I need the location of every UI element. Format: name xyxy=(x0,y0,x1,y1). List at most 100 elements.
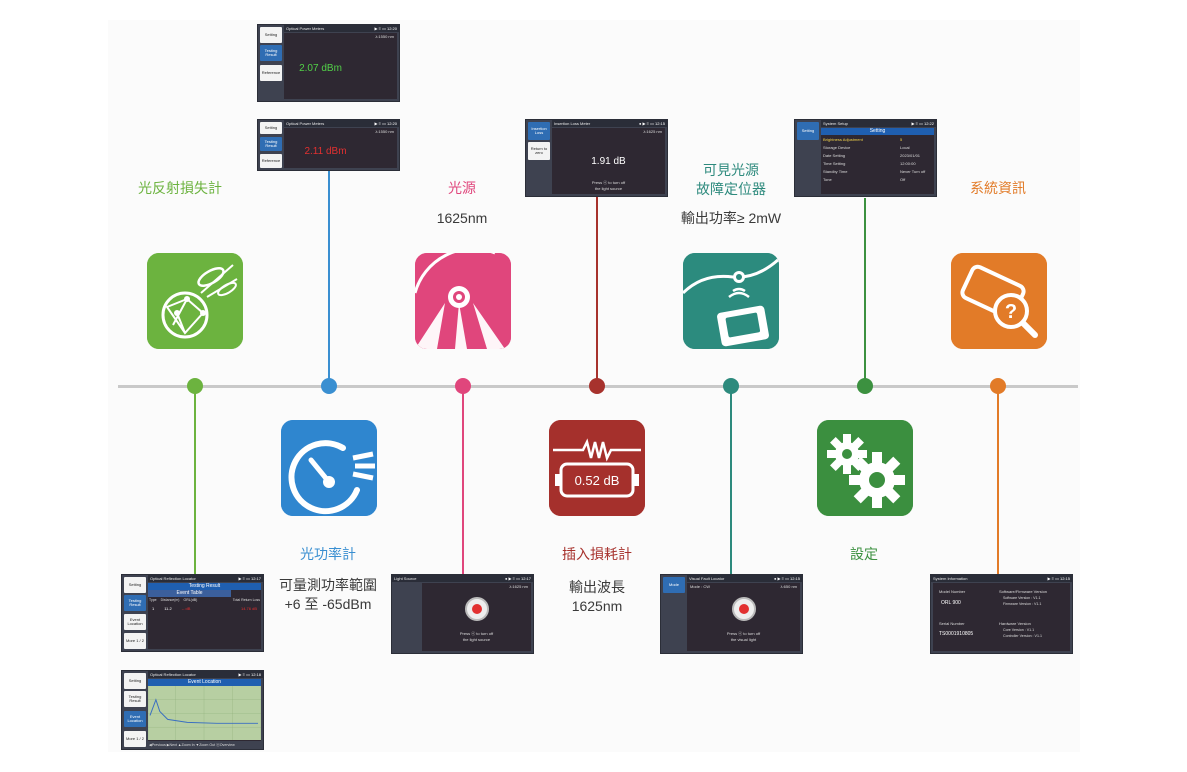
setting-button[interactable]: Setting xyxy=(260,122,282,134)
screen-main: λ:1550 nm 2.07 dBm xyxy=(284,33,397,99)
insertion-loss-screen: Insertion Loss Return to zero Insertion … xyxy=(525,119,668,197)
il-title: 插入損耗計 xyxy=(562,546,632,562)
screen-title-bar: System Setup ▶ ≡ ▭ 12:22 xyxy=(821,120,936,127)
status-icons: ● ▶ ≡ ▭ 12:17 xyxy=(504,576,531,581)
setting-value: Never Turn off xyxy=(900,169,926,174)
testing-result-button[interactable]: Testing Result xyxy=(260,137,282,151)
otdr-event-table-screen: Setting Testing Result Event Location Mo… xyxy=(121,574,264,652)
screen-main: Testing Result Event Table Type Distance… xyxy=(148,583,261,649)
insertion-loss-button[interactable]: Insertion Loss xyxy=(528,122,550,140)
setting-button[interactable]: Setting xyxy=(124,577,146,593)
ls-connector xyxy=(462,386,464,576)
screen-title-bar: Optical Reflection Locator ▶ ≡ ▭ 12:17 xyxy=(148,575,263,582)
settings-row[interactable]: Tone Off xyxy=(823,176,932,184)
il-sub2: 1625nm xyxy=(571,598,623,614)
opm-node xyxy=(321,378,337,394)
ls-node xyxy=(455,378,471,394)
status-icons: ▶ ≡ ▭ 12:15 xyxy=(1047,576,1070,581)
setting-label: Time Setting xyxy=(823,161,846,166)
setting-value: Off xyxy=(900,177,906,182)
turn-off-msg-1: Press ⓞ to turn off xyxy=(591,180,626,185)
insertion-loss-icon: 0.52 dB xyxy=(549,420,645,516)
serial-number-label: Serial Number xyxy=(939,621,965,626)
status-icons: ● ▶ ≡ ▭ 12:15 xyxy=(773,576,800,581)
turn-off-msg-2: the light source xyxy=(594,186,623,191)
table-columns: Type Distance(m) ORL(dB) Total Return Lo… xyxy=(148,597,261,603)
software-version: Software Version : V1.1 xyxy=(1003,596,1041,600)
power-icon[interactable] xyxy=(731,597,756,621)
vfl-title1: 可見光源 xyxy=(703,162,759,178)
power-icon[interactable] xyxy=(464,597,489,621)
status-icons: ▶ ≡ ▭ 12:17 xyxy=(238,576,261,581)
event-location-button[interactable]: Event Location xyxy=(124,711,146,727)
screen-main: Event Location xyxy=(148,679,261,741)
vfl-title2: 故障定位器 xyxy=(696,181,766,197)
screen-title: Light Source xyxy=(394,576,417,581)
status-icons: ▶ ≡ ▭ 12:22 xyxy=(911,121,934,126)
opm-connector xyxy=(328,168,330,386)
reference-button[interactable]: Reference xyxy=(260,154,282,168)
otdr-event-location-screen: Setting Testing Result Event Location Mo… xyxy=(121,670,264,750)
power-reading: 2.11 dBm xyxy=(304,146,347,157)
sys-node xyxy=(990,378,1006,394)
setting-button[interactable]: Setting xyxy=(124,673,146,689)
setting-label: Tone xyxy=(823,177,832,182)
wavelength-label: λ:1625 nm xyxy=(509,584,528,589)
status-icons: ● ▶ ≡ ▭ 12:15 xyxy=(638,121,665,126)
screen-main: Mode : CW λ:650 nm Press ⓞ to turn off t… xyxy=(687,583,800,651)
turn-off-msg-2: the visual light xyxy=(730,637,757,642)
reference-button[interactable]: Reference xyxy=(260,65,282,81)
testing-result-button[interactable]: Testing Result xyxy=(124,595,146,611)
screen-title: System Setup xyxy=(823,121,848,126)
opm-screen-2: Setting Testing Result Reference Optical… xyxy=(257,119,400,171)
status-icons: ▶ ≡ ▭ 12:18 xyxy=(238,672,261,677)
mode-label: Mode : CW xyxy=(690,584,711,589)
setting-label: Date Setting xyxy=(823,153,846,158)
screen-title: Insertion Loss Meter xyxy=(554,121,591,126)
turn-off-msg-2: the light source xyxy=(462,637,491,642)
model-number: ORL 900 xyxy=(941,600,961,606)
screen-title-bar: Insertion Loss Meter ● ▶ ≡ ▭ 12:15 xyxy=(552,120,667,127)
mode-button[interactable]: Mode xyxy=(663,577,685,593)
loss-reading: 1.91 dB xyxy=(591,156,626,167)
screen-title: Visual Fault Locator xyxy=(689,576,725,581)
setting-button[interactable]: Setting xyxy=(797,122,819,140)
il-connector xyxy=(596,196,598,386)
device-search-icon: ? xyxy=(951,253,1047,349)
screen-main: λ:1625 nm 1.91 dB Press ⓞ to turn off th… xyxy=(552,128,665,194)
screen-title: Optical Reflection Locator xyxy=(150,576,196,581)
setting-button[interactable]: Setting xyxy=(260,27,282,43)
sys-connector xyxy=(997,386,999,576)
col-header: ORL(dB) xyxy=(183,598,198,602)
sys-title: 系統資訊 xyxy=(970,180,1026,196)
return-to-zero-button[interactable]: Return to zero xyxy=(528,142,550,160)
testing-result-button[interactable]: Testing Result xyxy=(260,45,282,61)
opm-sub2: +6 至 -65dBm xyxy=(284,596,372,612)
svg-text:?: ? xyxy=(1005,301,1017,323)
table-row[interactable]: 1 11.2 -- dB 14.76 dB xyxy=(148,603,261,614)
opm-sub1: 可量測功率範圍 xyxy=(279,577,377,593)
opm-screen-1: Setting Testing Result Reference Optical… xyxy=(257,24,400,102)
vfl-screen: Mode Visual Fault Locator ● ▶ ≡ ▭ 12:15 M… xyxy=(660,574,803,654)
system-setup-screen: Setting System Setup ▶ ≡ ▭ 12:22 Setting … xyxy=(794,119,937,197)
gauge-icon xyxy=(281,420,377,516)
more-button[interactable]: More 1 / 2 xyxy=(124,731,146,747)
hardware-title: Hardware Version xyxy=(999,621,1031,626)
visual-fault-locator-icon xyxy=(683,253,779,349)
core-version: Core Version : V1.1 xyxy=(1003,628,1035,632)
testing-result-button[interactable]: Testing Result xyxy=(124,691,146,707)
screen-main: Model Number ORL 900 Serial Number TS000… xyxy=(933,583,1070,651)
screen-title-bar: Optical Reflection Locator▶ ≡ ▭ 12:18 xyxy=(148,671,263,678)
col-header: Type xyxy=(149,598,157,602)
event-location-button[interactable]: Event Location xyxy=(124,614,146,630)
graph-controls[interactable]: ◀Previous ▶Next ▲Zoom In ▼Zoom Out ⓞOver… xyxy=(149,743,235,747)
otdr-title: 光反射損失計 xyxy=(138,180,222,196)
more-button[interactable]: More 1 / 2 xyxy=(124,633,146,649)
cell: 11.2 xyxy=(164,606,172,611)
